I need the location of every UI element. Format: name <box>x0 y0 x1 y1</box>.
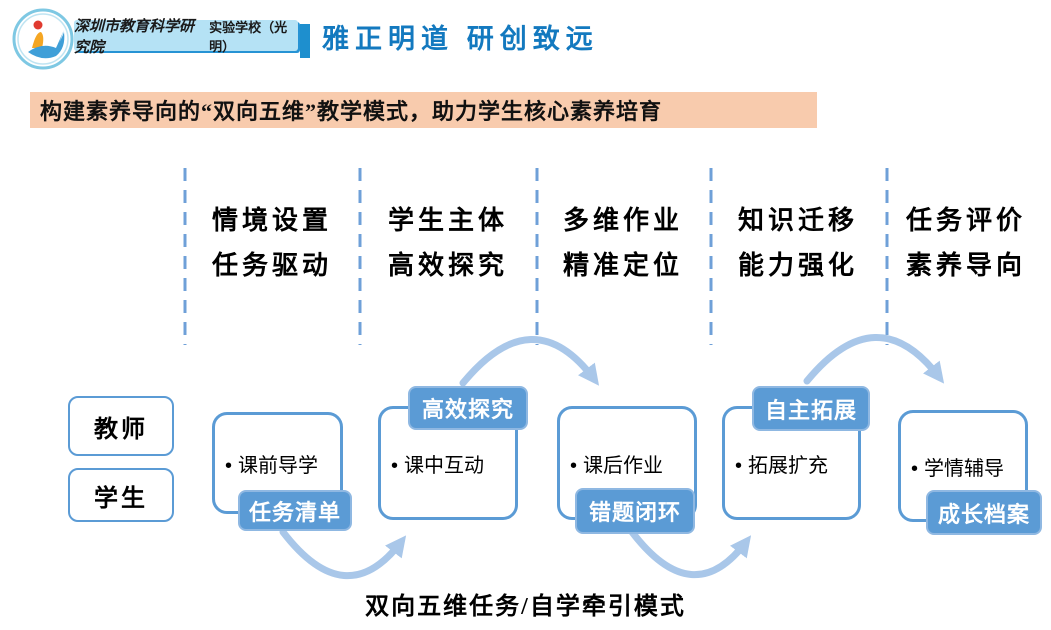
stage-tag-1: 任务清单 <box>238 490 352 531</box>
stage-box-5: •学情辅导 <box>898 410 1028 522</box>
column-header-4: 知识迁移 能力强化 <box>713 198 883 288</box>
column-header-2-line2: 高效探究 <box>387 251 508 280</box>
school-logo-icon <box>12 8 74 70</box>
stage-box-5-label: 学情辅导 <box>924 457 1005 480</box>
column-header-5-line1: 任务评价 <box>905 206 1026 235</box>
column-header-3-line1: 多维作业 <box>562 206 683 235</box>
school-name-script: 深圳市教育科学研究院 <box>74 18 195 56</box>
stage-box-1-text: •课前导学 <box>215 449 318 478</box>
title-banner: 构建素养导向的“双向五维”教学模式，助力学生核心素养培育 <box>30 92 817 128</box>
column-header-5: 任务评价 素养导向 <box>881 198 1051 288</box>
column-header-4-line2: 能力强化 <box>737 251 858 280</box>
diagram-caption: 双向五维任务/自学牵引模式 <box>365 594 686 620</box>
stage-tag-5: 成长档案 <box>926 490 1042 535</box>
school-name-band: 深圳市教育科学研究院 实验学校（光明） <box>74 19 298 56</box>
stage-tag-4: 自主拓展 <box>752 386 870 431</box>
stage-box-5-text: •学情辅导 <box>901 452 1004 481</box>
stage-box-2-label: 课中互动 <box>404 454 485 477</box>
stage-box-4-text: •拓展扩充 <box>725 449 828 478</box>
column-header-1-line2: 任务驱动 <box>211 251 332 280</box>
bullet: • <box>391 454 399 477</box>
band-divider-bar <box>300 24 310 58</box>
stage-box-3-label: 课后作业 <box>583 454 664 477</box>
column-header-3-line2: 精准定位 <box>562 251 683 280</box>
arrow-stage4-to-stage5 <box>803 334 945 385</box>
stage-box-1-label: 课前导学 <box>238 454 319 477</box>
stage-tag-3: 错题闭环 <box>575 488 695 534</box>
column-header-3: 多维作业 精准定位 <box>538 198 708 288</box>
role-box-teacher: 教师 <box>68 396 174 456</box>
stage-tag-2: 高效探究 <box>408 386 528 430</box>
bullet: • <box>735 454 743 477</box>
column-header-2-line1: 学生主体 <box>387 206 508 235</box>
arrow-stage1-to-stage2 <box>279 528 407 580</box>
bullet: • <box>911 457 919 480</box>
arrow-stage3-to-stage4 <box>628 528 752 579</box>
column-header-4-line1: 知识迁移 <box>737 206 858 235</box>
column-header-1: 情境设置 任务驱动 <box>187 198 357 288</box>
arrow-stage2-to-stage3 <box>459 336 600 387</box>
column-header-5-line2: 素养导向 <box>905 251 1026 280</box>
stage-box-2-text: •课中互动 <box>381 449 484 478</box>
stage-box-4-label: 拓展扩充 <box>748 454 829 477</box>
bullet: • <box>570 454 578 477</box>
column-header-2: 学生主体 高效探究 <box>363 198 533 288</box>
role-box-student: 学生 <box>68 468 174 522</box>
bullet: • <box>225 454 233 477</box>
title-banner-text: 构建素养导向的“双向五维”教学模式，助力学生核心素养培育 <box>40 99 663 124</box>
stage-box-3-text: •课后作业 <box>560 449 663 478</box>
school-name-plain: 实验学校（光明） <box>209 19 288 54</box>
column-header-1-line1: 情境设置 <box>211 206 332 235</box>
school-slogan: 雅正明道 研创致远 <box>322 24 599 54</box>
